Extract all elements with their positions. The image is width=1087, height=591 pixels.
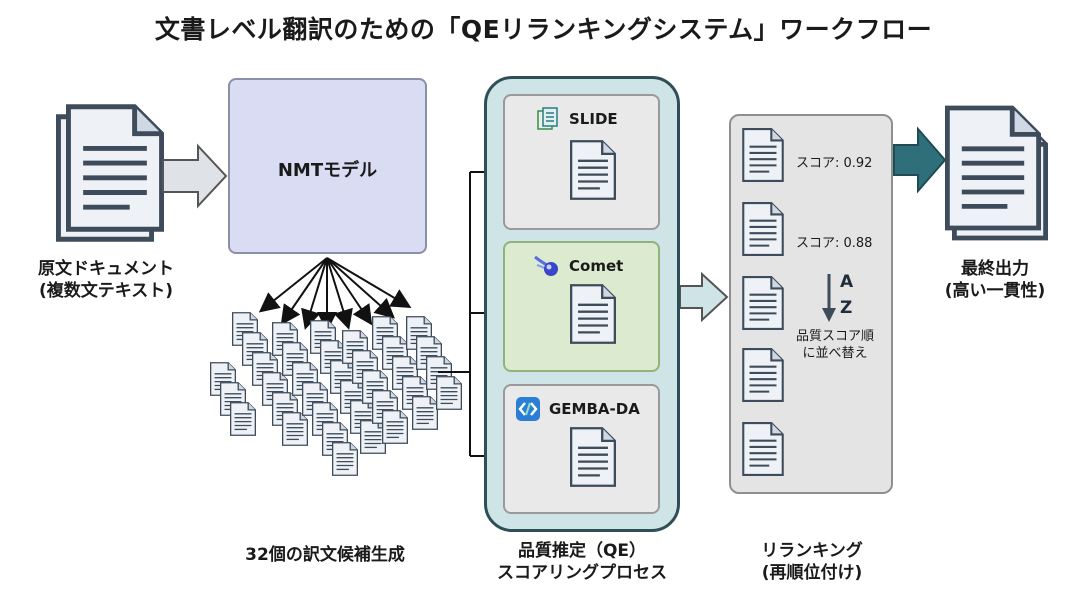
source-label-line2: (複数文テキスト) [38,281,174,301]
comet-icon [534,255,558,276]
rerank-doc-2 [742,202,784,256]
sort-label-line1: 品質スコア順 [795,329,874,344]
score-label-1: スコア: 0.92 [796,156,873,171]
rerank-label: リランキング (再順位付け) [700,540,924,584]
output-label: 最終出力 (高い一貫性) [905,258,1085,302]
output-label-line2: (高い一貫性) [944,281,1046,301]
qe-doc-gemba [570,427,616,487]
source-document-stack [58,107,161,240]
page-title: 文書レベル翻訳のための「QEリランキングシステム」ワークフロー [154,15,933,44]
sort-az-icon: A Z [840,272,853,318]
rerank-doc-5 [742,422,784,476]
nmt-model-label: NMTモデル [277,160,378,181]
candidate-doc [412,396,438,430]
sort-down-arrow-icon [822,274,836,322]
candidate-doc [360,420,386,454]
qe-doc-slide [570,140,616,200]
rerank-doc-1 [742,128,784,182]
rerank-label-line2: (再順位付け) [761,563,863,583]
candidate-doc [332,442,358,476]
qe-label-line2: スコアリングプロセス [497,563,667,583]
output-label-line1: 最終出力 [961,259,1029,279]
qe-doc-comet [570,284,616,344]
rerank-doc-3 [742,276,784,330]
candidate-doc [382,410,408,444]
arrow-source-to-nmt [162,143,228,209]
candidate-doc [436,376,462,410]
score-label-2: スコア: 0.88 [796,236,873,251]
sort-label: 品質スコア順 に並べ替え [781,328,889,362]
sort-z-letter: Z [840,298,853,318]
candidate-documents [210,312,462,476]
sort-label-line2: に並べ替え [802,346,868,361]
qe-label-line1: 品質推定（QE） [517,541,647,561]
candidate-doc [230,402,256,436]
candidates-label: 32個の訳文候補生成 [245,545,405,565]
rerank-label-line1: リランキング [761,541,863,561]
nmt-model-box [228,78,427,254]
slide-icon [537,107,558,130]
qe-model-name-gemba: GEMBA-DA [549,400,640,418]
gemba-icon [516,397,540,421]
candidate-doc [282,412,308,446]
qe-label: 品質推定（QE） スコアリングプロセス [470,540,694,584]
arrow-qe-to-rerank [679,271,729,323]
qe-model-name-slide: SLIDE [569,110,618,128]
qe-model-name-comet: Comet [569,257,624,275]
source-label: 原文ドキュメント (複数文テキスト) [6,258,206,302]
output-document-stack [947,108,1045,238]
fan-arrows [258,257,412,332]
rerank-doc-4 [742,348,784,402]
arrow-rerank-to-output [893,126,947,194]
source-label-line1: 原文ドキュメント [38,259,174,279]
sort-a-letter: A [840,272,854,292]
